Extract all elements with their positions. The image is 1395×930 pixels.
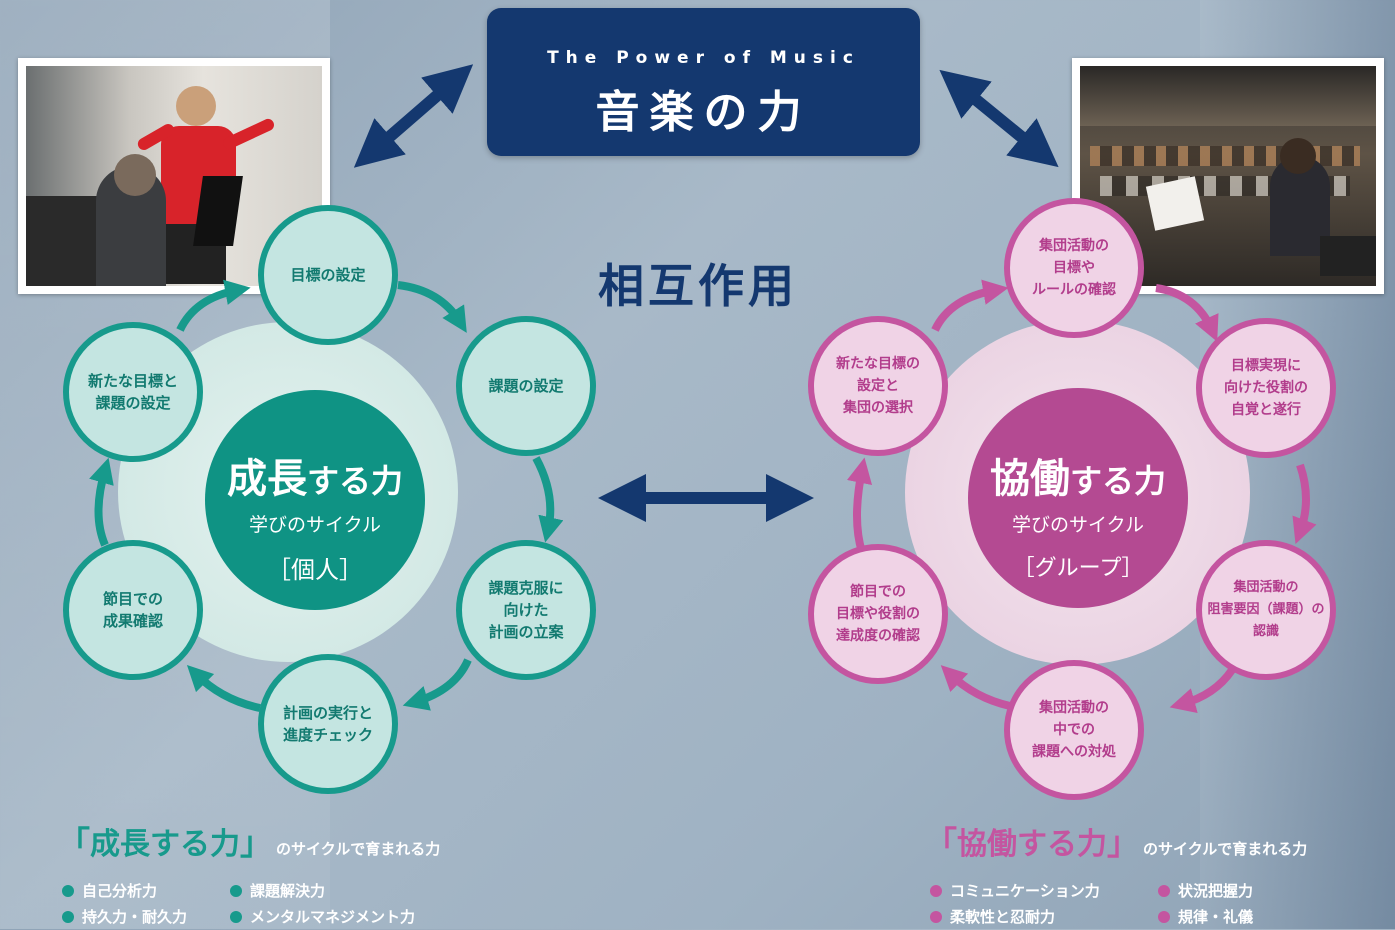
- collab-node-achievement-check: 節目での 目標や役割の 達成度の確認: [808, 544, 948, 684]
- double-arrow-right-diagonal: [939, 69, 1059, 168]
- collab-skill-item: コミュニケーション力: [930, 878, 1100, 904]
- bullet-icon: [930, 911, 942, 923]
- collab-skill-label: 規律・礼儀: [1178, 908, 1254, 926]
- growth-node-new-goals: 新たな目標と 課題の設定: [63, 322, 203, 462]
- collab-heading-close-bracket: 」: [1107, 824, 1140, 862]
- growth-skill-item: 課題解決力: [230, 878, 325, 904]
- title-japanese: 音楽の力: [595, 87, 812, 138]
- growth-skill-label: 課題解決力: [250, 882, 326, 900]
- collab-node-obstacles: 集団活動の 阻害要因（課題）の 認識: [1196, 540, 1336, 680]
- growth-heading-close-bracket: 」: [240, 824, 273, 862]
- growth-node-task-setting: 課題の設定: [456, 316, 596, 456]
- growth-skill-label: メンタルマネジメント力: [250, 908, 416, 926]
- title-english: The Power of Music: [547, 48, 860, 68]
- collab-skill-item: 柔軟性と忍耐力: [930, 904, 1055, 930]
- bullet-icon: [62, 911, 74, 923]
- title-box: The Power of Music 音楽の力: [487, 8, 920, 156]
- growth-skill-item: 持久力・耐久力: [62, 904, 187, 930]
- growth-center-title-suffix: する力: [306, 462, 403, 500]
- growth-skill-item: 自己分析力: [62, 878, 157, 904]
- growth-skill-label: 自己分析力: [82, 882, 158, 900]
- growth-skill-item: メンタルマネジメント力: [230, 904, 415, 930]
- growth-center-title: 成長する力: [205, 446, 425, 504]
- collab-heading-tail: のサイクルで育まれる力: [1143, 840, 1308, 858]
- growth-heading-main: 成長する力: [90, 827, 241, 862]
- collab-skills-heading: 「協働する力」のサイクルで育まれる力: [925, 818, 1307, 864]
- collab-skill-item: 規律・礼儀: [1158, 904, 1253, 930]
- growth-center-subtitle: 学びのサイクル: [248, 514, 382, 536]
- growth-heading-open-bracket: 「: [58, 824, 91, 862]
- bullet-icon: [230, 911, 242, 923]
- bullet-icon: [1158, 911, 1170, 923]
- collab-node-new-goals-group: 新たな目標の 設定と 集団の選択: [808, 316, 948, 456]
- interaction-label: 相互作用: [598, 259, 798, 313]
- collab-node-handling-issues: 集団活動の 中での 課題への対処: [1004, 660, 1144, 800]
- collab-heading-open-bracket: 「: [925, 824, 958, 862]
- growth-node-execution: 計画の実行と 進度チェック: [258, 654, 398, 794]
- bullet-icon: [230, 885, 242, 897]
- collab-center-title-main: 協働: [989, 456, 1070, 502]
- collab-skill-label: コミュニケーション力: [950, 882, 1100, 900]
- double-arrow-left-diagonal: [353, 64, 474, 168]
- collab-skill-item: 状況把握力: [1158, 878, 1253, 904]
- collab-center-subtitle: 学びのサイクル: [1011, 514, 1145, 536]
- growth-node-milestone-review: 節目での 成果確認: [63, 540, 203, 680]
- collab-heading-main: 協働する力: [957, 827, 1108, 862]
- collab-skill-label: 柔軟性と忍耐力: [950, 908, 1056, 926]
- photo-orchestra-rehearsal: [1072, 58, 1384, 294]
- growth-skills-heading: 「成長する力」のサイクルで育まれる力: [58, 818, 440, 864]
- growth-center-title-main: 成長: [226, 456, 307, 502]
- collab-center-bracket: ［グループ］: [1012, 556, 1144, 581]
- collab-skill-label: 状況把握力: [1178, 882, 1254, 900]
- growth-node-planning: 課題克服に 向けた 計画の立案: [456, 540, 596, 680]
- collab-node-role-awareness: 目標実現に 向けた役割の 自覚と遂行: [1196, 318, 1336, 458]
- growth-node-goal-setting: 目標の設定: [258, 205, 398, 345]
- collab-node-confirm-rules: 集団活動の 目標や ルールの確認: [1004, 198, 1144, 338]
- collab-center-circle: 協働する力 学びのサイクル ［グループ］: [968, 388, 1188, 608]
- growth-center-circle: 成長する力 学びのサイクル ［個人］: [205, 390, 425, 610]
- growth-skill-label: 持久力・耐久力: [82, 908, 188, 926]
- growth-heading-tail: のサイクルで育まれる力: [276, 840, 441, 858]
- collab-center-title: 協働する力: [968, 446, 1188, 504]
- bullet-icon: [62, 885, 74, 897]
- bullet-icon: [930, 885, 942, 897]
- growth-center-bracket: ［個人］: [267, 556, 363, 584]
- collab-center-title-suffix: する力: [1069, 462, 1166, 500]
- bullet-icon: [1158, 885, 1170, 897]
